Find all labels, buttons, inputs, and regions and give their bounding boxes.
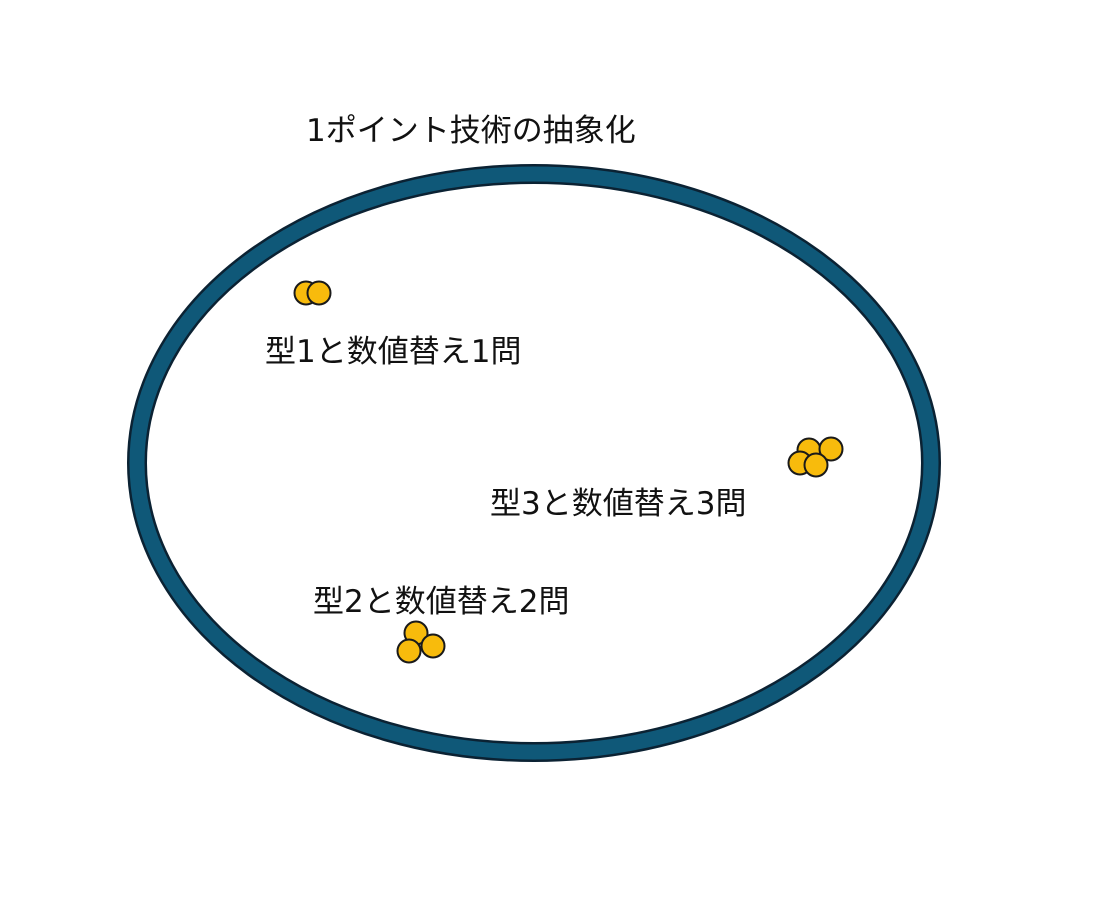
problem-dot xyxy=(803,452,829,478)
group-2-dots xyxy=(396,620,446,664)
group-2: 型2と数値替え2問 xyxy=(313,584,569,664)
group-1-dots xyxy=(293,280,332,306)
problem-dot xyxy=(396,638,422,664)
group-3: 型3と数値替え3問 xyxy=(490,436,844,522)
abstraction-ellipse xyxy=(127,164,941,762)
problem-dot xyxy=(818,436,844,462)
group-3-label: 型3と数値替え3問 xyxy=(490,486,746,522)
diagram-title: 1ポイント技術の抽象化 xyxy=(306,113,636,149)
group-1: 型1と数値替え1問 xyxy=(265,280,521,370)
group-2-label: 型2と数値替え2問 xyxy=(313,584,569,620)
group-1-label: 型1と数値替え1問 xyxy=(265,334,521,370)
problem-dot xyxy=(306,280,332,306)
group-3-dots xyxy=(787,436,844,478)
problem-dot xyxy=(420,633,446,659)
